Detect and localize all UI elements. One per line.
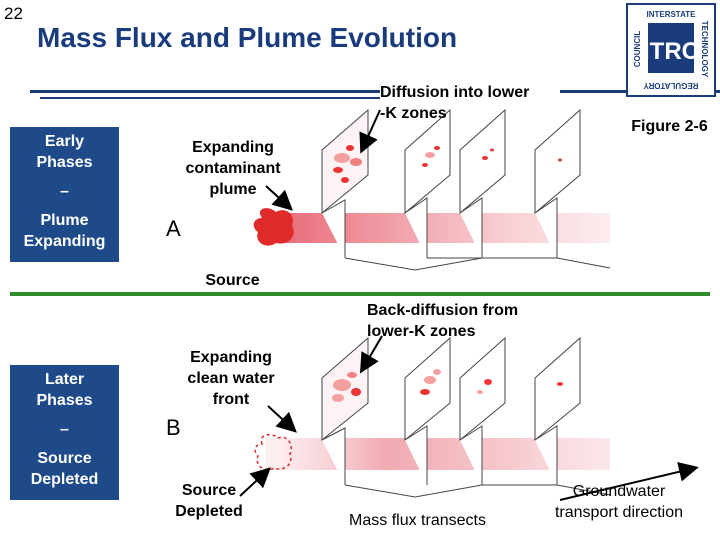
plume-label-line3: plume xyxy=(209,181,257,198)
backdiff-label-line1: Back-diffusion from xyxy=(367,302,519,319)
groundwater-label: Groundwater transport direction xyxy=(540,481,698,523)
slide-title: Mass Flux and Plume Evolution xyxy=(37,22,458,53)
plume-arrow-a xyxy=(265,185,293,211)
backdiff-label: Back-diffusion from lower-K zones xyxy=(367,300,557,342)
header-rule-left-2 xyxy=(40,97,380,99)
source-depleted-label: Source Depleted xyxy=(160,480,258,522)
phase-a-letter: A xyxy=(166,216,181,241)
clean-front-line3: front xyxy=(212,391,250,408)
figure-label: Figure 2-6 xyxy=(631,118,708,135)
diffusion-label-line2: -K zones xyxy=(380,105,447,122)
source-depleted-arrow-b xyxy=(239,467,271,497)
header-rule-left xyxy=(30,90,380,93)
transect-panels-a xyxy=(321,108,581,258)
transects-label: Mass flux transects xyxy=(349,512,486,529)
phase-b-box-line4: Depleted xyxy=(30,471,99,488)
source-depleted-line2: Depleted xyxy=(175,503,243,520)
panel-spots-a xyxy=(333,145,562,183)
phase-b-box-line1: Later xyxy=(44,371,85,388)
transect-panels-b xyxy=(321,336,581,485)
phase-a-box-line3: Plume xyxy=(40,212,89,229)
logo-ring-top: INTERSTATE xyxy=(646,10,696,19)
source-label: Source xyxy=(205,272,260,289)
plume-label: Expanding contaminant plume xyxy=(168,137,298,200)
clean-front-label: Expanding clean water front xyxy=(170,347,292,410)
phase-b-box-line3: Source xyxy=(37,450,92,467)
groundwater-direction-arrow xyxy=(559,461,699,501)
transect-base-b xyxy=(344,484,611,498)
phase-b-box-line2: Phases xyxy=(36,392,93,409)
phase-divider xyxy=(10,292,710,296)
diffusion-arrow-a xyxy=(359,109,381,154)
plume-label-line2: contaminant xyxy=(185,160,281,177)
plume-band-a xyxy=(265,213,610,243)
plume-label-line1: Expanding xyxy=(192,139,274,156)
panel-spots-b xyxy=(332,369,563,402)
phase-a-box-line2: Phases xyxy=(36,154,93,171)
itrc-logo: ITRC INTERSTATE REGULATORY COUNCIL TECHN… xyxy=(626,3,716,97)
clean-front-line1: Expanding xyxy=(190,349,272,366)
transect-base-a xyxy=(344,257,611,271)
logo-word: ITRC xyxy=(643,38,699,65)
phase-b-box-dash: – xyxy=(60,421,69,438)
groundwater-line1: Groundwater xyxy=(572,483,666,500)
slide-number: 22 xyxy=(4,4,23,23)
phase-a-box-line1: Early xyxy=(44,133,85,150)
phase-a-side-box: Early Phases – Plume Expanding xyxy=(10,127,119,262)
clean-front-arrow-b xyxy=(267,405,297,433)
groundwater-line2: transport direction xyxy=(554,504,684,521)
logo-ring-left: COUNCIL xyxy=(633,31,642,68)
phase-a-box-dash: – xyxy=(60,183,69,200)
phase-a-box-line4: Expanding xyxy=(23,233,106,250)
clean-front-line2: clean water xyxy=(187,370,275,387)
diffusion-label: Diffusion into lower -K zones xyxy=(380,82,555,124)
backdiff-arrow-b xyxy=(359,335,383,374)
backdiff-label-line2: lower-K zones xyxy=(367,323,476,340)
source-depleted-line1: Source xyxy=(181,482,237,499)
source-blob-a xyxy=(253,208,294,246)
diffusion-label-line1: Diffusion into lower xyxy=(380,84,530,101)
logo-ring-bottom: REGULATORY xyxy=(643,81,699,90)
phase-b-letter: B xyxy=(166,415,181,440)
plume-band-b xyxy=(265,438,610,470)
logo-ring-right: TECHNOLOGY xyxy=(700,21,709,78)
phase-b-side-box: Later Phases – Source Depleted xyxy=(10,365,119,500)
